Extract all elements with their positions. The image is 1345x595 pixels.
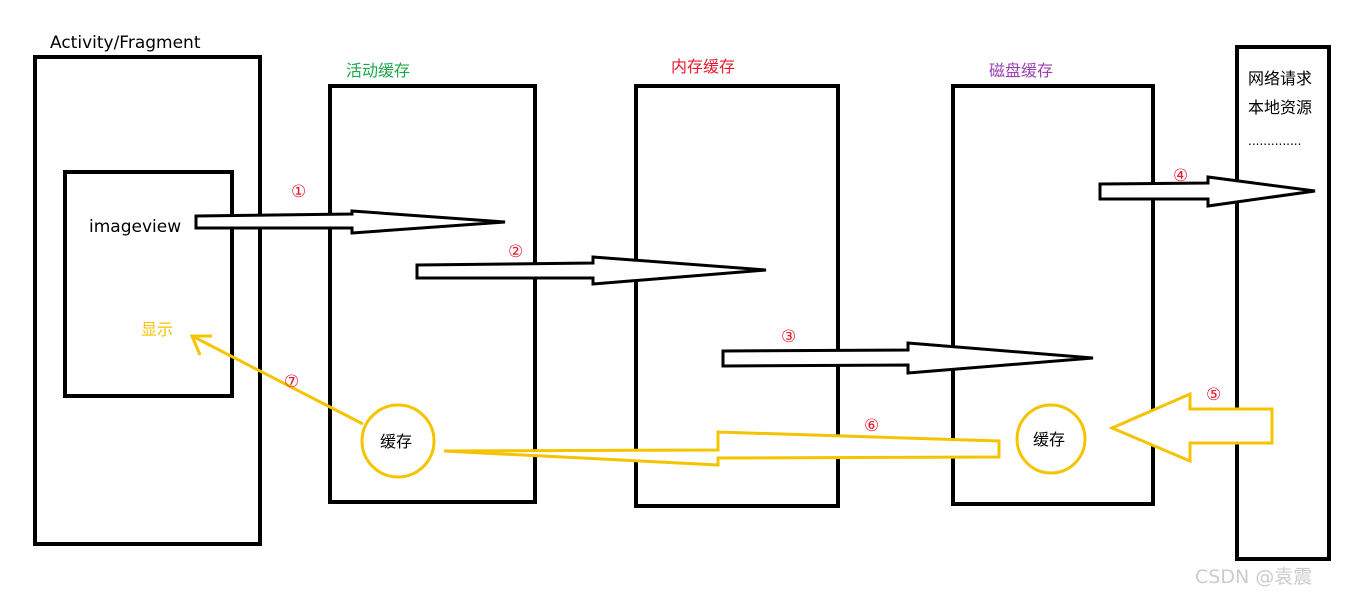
activity-label: Activity/Fragment bbox=[50, 33, 201, 53]
arrow-step-1 bbox=[194, 209, 506, 235]
active-cache-circle bbox=[360, 403, 436, 479]
disk-cache-box bbox=[951, 84, 1155, 506]
arrow-step-3 bbox=[721, 341, 1094, 375]
step-1-label: ① bbox=[291, 182, 306, 202]
step-3-label: ③ bbox=[781, 327, 796, 347]
arrow-step-5 bbox=[1108, 391, 1274, 464]
active-cache-title: 活动缓存 bbox=[346, 61, 410, 80]
arrow-step-7-head bbox=[189, 334, 212, 356]
memory-cache-box bbox=[634, 84, 840, 508]
local-resource-label: 本地资源 bbox=[1248, 98, 1312, 117]
arrow-step-4 bbox=[1098, 175, 1316, 208]
disk-cache-circle bbox=[1015, 403, 1087, 475]
network-request-label: 网络请求 bbox=[1248, 69, 1312, 88]
arrow-step-7 bbox=[191, 334, 364, 426]
ellipsis-label: .............. bbox=[1248, 134, 1301, 148]
disk-cache-title: 磁盘缓存 bbox=[989, 61, 1053, 80]
active-cache-box bbox=[328, 84, 537, 504]
arrow-step-2 bbox=[415, 255, 767, 286]
memory-cache-title: 内存缓存 bbox=[671, 57, 735, 76]
disk-cache-circle-label: 缓存 bbox=[1033, 430, 1065, 449]
step-4-label: ④ bbox=[1173, 166, 1188, 186]
imageview-box bbox=[63, 170, 234, 398]
network-box bbox=[1235, 45, 1331, 561]
arrow-step-6 bbox=[443, 430, 1001, 467]
step-7-label: ⑦ bbox=[284, 372, 299, 392]
step-6-label: ⑥ bbox=[864, 416, 879, 436]
imageview-label: imageview bbox=[89, 217, 181, 237]
step-2-label: ② bbox=[508, 242, 523, 262]
active-cache-circle-label: 缓存 bbox=[380, 432, 412, 451]
activity-box bbox=[33, 55, 262, 546]
watermark: CSDN @袁震 bbox=[1195, 566, 1312, 588]
display-label: 显示 bbox=[141, 320, 173, 339]
step-5-label: ⑤ bbox=[1206, 385, 1221, 405]
